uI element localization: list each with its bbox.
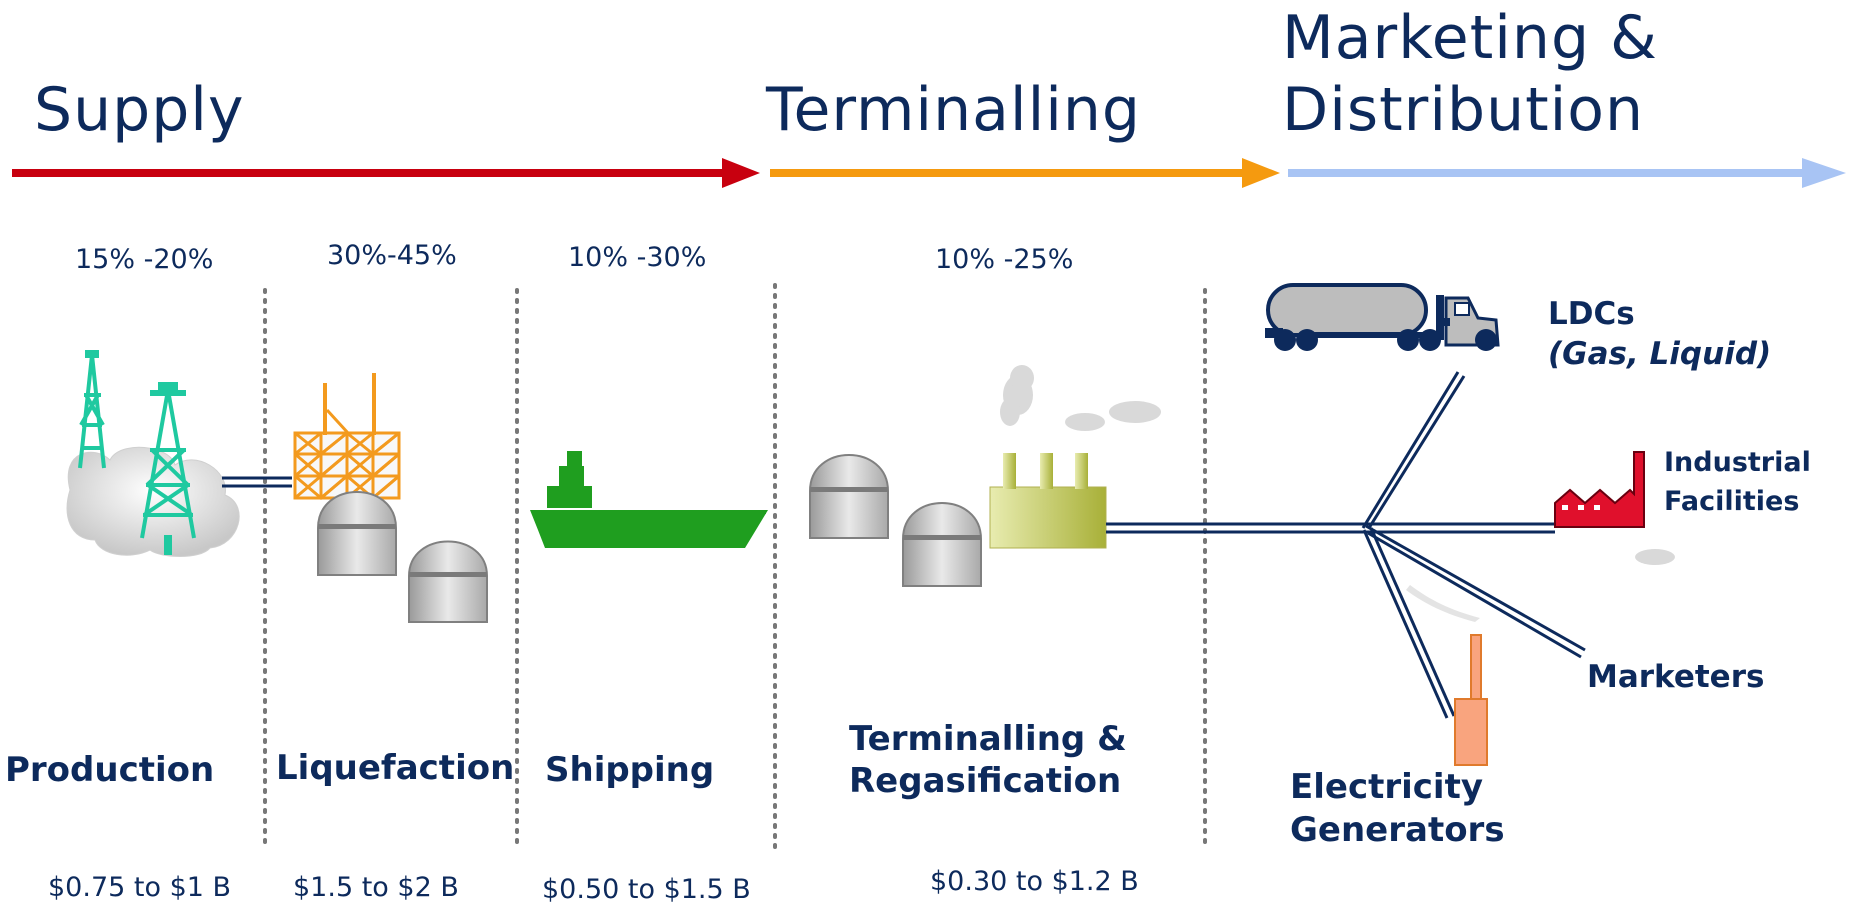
factory-icon	[1554, 451, 1645, 528]
supply-arrow	[12, 158, 760, 188]
percent-liquefaction: 30%-45%	[327, 240, 457, 271]
factory-windows	[1562, 505, 1600, 510]
smoke-icon	[1000, 365, 1675, 565]
storage-tank-icon	[317, 491, 397, 576]
regasification-plant-icon	[989, 453, 1107, 549]
market-label-marketers: Marketers	[1587, 659, 1765, 695]
market-label-electricity-line2: Generators	[1290, 810, 1505, 850]
phase-title-supply: Supply	[34, 75, 245, 145]
cost-shipping: $0.50 to $1.5 B	[542, 874, 751, 905]
cost-terminalling: $0.30 to $1.2 B	[930, 866, 1139, 897]
stage-label-shipping: Shipping	[545, 750, 715, 790]
percent-terminalling: 10% -25%	[935, 244, 1074, 275]
liquefaction-plant-icon	[293, 373, 401, 500]
stage-label-terminalling-line2: Regasification	[849, 761, 1122, 801]
percent-shipping: 10% -30%	[568, 242, 707, 273]
market-label-ldcs-subtitle: (Gas, Liquid)	[1548, 336, 1772, 372]
production-oil-rigs-icon	[66, 350, 240, 557]
stage-separators	[263, 283, 1207, 850]
phase-title-marketing-line1: Marketing &	[1282, 3, 1658, 73]
pipeline-production-liquefaction	[222, 476, 292, 488]
terminalling-arrow	[770, 158, 1280, 188]
cost-liquefaction: $1.5 to $2 B	[293, 872, 459, 903]
market-label-industrial-line1: Industrial	[1664, 447, 1811, 478]
market-label-ldcs: LDCs	[1548, 296, 1635, 332]
market-label-industrial-line2: Facilities	[1664, 486, 1800, 517]
terminal-tank-icon	[902, 502, 982, 587]
stage-label-terminalling-line1: Terminalling &	[849, 719, 1127, 759]
market-label-electricity-line1: Electricity	[1290, 767, 1483, 807]
percent-production: 15% -20%	[75, 244, 214, 275]
storage-tank-icon	[408, 540, 488, 623]
distribution-pipelines	[1106, 371, 1586, 719]
smoke-icon	[1406, 585, 1480, 622]
lng-ship-icon	[530, 451, 768, 548]
stage-label-production: Production	[5, 750, 215, 790]
stage-label-liquefaction: Liquefaction	[276, 748, 515, 788]
terminal-tank-icon	[809, 454, 889, 539]
cost-production: $0.75 to $1 B	[48, 872, 232, 903]
power-plant-icon	[1454, 634, 1488, 766]
marketing-arrow	[1288, 158, 1846, 188]
tanker-truck-icon	[1265, 283, 1500, 351]
phase-title-marketing-line2: Distribution	[1282, 75, 1645, 145]
phase-title-terminalling: Terminalling	[766, 75, 1142, 145]
